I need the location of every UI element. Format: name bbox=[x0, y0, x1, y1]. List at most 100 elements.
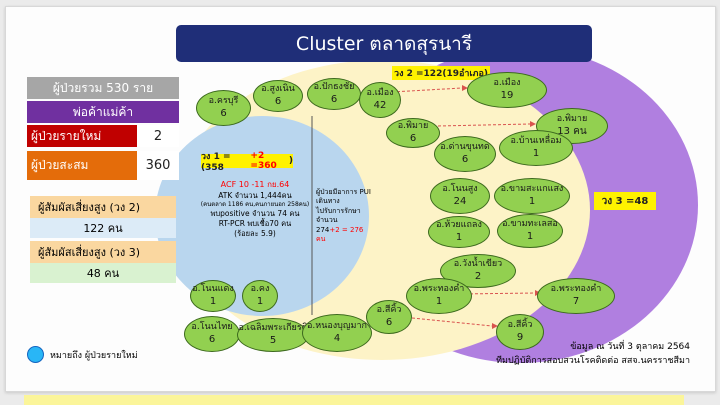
pui-plus: +2 = 276 คน bbox=[316, 225, 364, 244]
district-name: อ.พิมาย bbox=[556, 114, 588, 125]
new-case-dot-icon bbox=[27, 346, 44, 363]
connector bbox=[411, 317, 493, 327]
district-name: อ.เมือง bbox=[366, 88, 394, 99]
district-count: 1 bbox=[526, 231, 534, 243]
acf-line5: RT-PCR พบเชื้อ70 คน bbox=[218, 219, 292, 229]
pui-line1: ผู้ป่วยมีอาการ PUI เดินทาง bbox=[316, 188, 371, 206]
district-name: อ.สีคิ้ว bbox=[376, 305, 402, 316]
district-count: 6 bbox=[208, 334, 216, 346]
new-patients-value: 2 bbox=[137, 125, 179, 147]
district-name: อ.สีคิ้ว bbox=[507, 320, 533, 331]
acf-line2: ATK จำนวน 1,444คน bbox=[218, 190, 292, 200]
connector bbox=[391, 87, 463, 93]
acf-line6: (ร้อยละ 5.9) bbox=[234, 229, 276, 239]
district-name: อ.วังน้ำเขียว bbox=[453, 259, 503, 270]
cumulative-patients-value: 360 bbox=[137, 151, 179, 180]
legend: หมายถึง ผู้ป่วยรายใหม่ bbox=[27, 346, 138, 363]
district-count: 6 bbox=[330, 94, 338, 106]
pui-line2: ไปรับการรักษา จำนวน bbox=[316, 206, 361, 225]
district-count: 1 bbox=[532, 148, 540, 160]
district-name: อ.โนนไทย bbox=[191, 322, 233, 333]
vendors-row: พ่อค้าแม่ค้า bbox=[27, 101, 179, 123]
district-name: อ.ขามทะเลสอ bbox=[502, 219, 558, 230]
page-title: Cluster ตลาดสุรนารี bbox=[176, 25, 592, 62]
district-name: อ.ห้วยแถลง bbox=[436, 220, 482, 231]
pui-prefix: 274 bbox=[316, 225, 330, 234]
district-name: อ.บ้านเหลื่อม bbox=[510, 136, 562, 147]
district-count: 13 คน bbox=[557, 126, 587, 138]
total-patients-row: ผู้ป่วยรวม 530 ราย bbox=[27, 77, 179, 99]
new-patients-row: ผู้ป่วยรายใหม่ 2 bbox=[27, 125, 179, 147]
connector bbox=[437, 123, 531, 127]
district-count: 24 bbox=[453, 196, 467, 208]
acf-line1: ACF 10 -11 กย.64 bbox=[220, 180, 290, 189]
district-count: 1 bbox=[435, 296, 443, 308]
district-count: 6 bbox=[274, 96, 282, 108]
district-count: 19 bbox=[500, 90, 514, 102]
pui-block: ผู้ป่วยมีอาการ PUI เดินทาง ไปรับการรักษา… bbox=[316, 188, 372, 245]
ring3-label: วง 3 =48 bbox=[594, 192, 656, 210]
ring2-contacts-label: ผู้สัมผัสเสี่ยงสูง (วง 2) bbox=[30, 196, 176, 218]
district-count: 5 bbox=[269, 335, 277, 347]
connectors bbox=[391, 87, 536, 327]
ring3-contacts-label: ผู้สัมผัสเสี่ยงสูง (วง 3) bbox=[30, 241, 176, 263]
new-patients-label: ผู้ป่วยรายใหม่ bbox=[31, 128, 102, 143]
district-count: 6 bbox=[461, 154, 469, 166]
district-name: อ.หนองบุญมาก bbox=[307, 321, 367, 332]
total-patients-label: ผู้ป่วยรวม 530 ราย bbox=[52, 80, 154, 95]
district-count: 1 bbox=[256, 296, 264, 308]
district-count: 6 bbox=[409, 133, 417, 145]
arrow-head-icon bbox=[462, 85, 468, 91]
district-count: 7 bbox=[572, 296, 580, 308]
district-count: 4 bbox=[333, 333, 341, 345]
district-name: อ.โนนสูง bbox=[442, 184, 478, 195]
district-name: อ.โนนแดง bbox=[192, 284, 234, 295]
district-count: 1 bbox=[455, 232, 463, 244]
district-name: อ.คง bbox=[250, 284, 270, 295]
legend-label: หมายถึง ผู้ป่วยรายใหม่ bbox=[50, 350, 138, 361]
arrow-head-icon bbox=[530, 121, 536, 127]
district-name: อ.ครบุรี bbox=[208, 96, 239, 107]
district-name: อ.ด่านขุนทด bbox=[440, 142, 490, 153]
district-name: อ.พระทองคำ bbox=[413, 284, 465, 295]
ring3-contacts-value: 48 คน bbox=[30, 263, 176, 283]
district-name: อ.เมือง bbox=[493, 78, 521, 89]
connector bbox=[459, 292, 536, 295]
ring1-label: วง 1 = (358+2 =360) bbox=[201, 151, 293, 173]
pui-line3: 274+2 = 276 คน bbox=[316, 226, 372, 245]
arrow-head-icon bbox=[492, 323, 498, 329]
district-count: 2 bbox=[474, 271, 482, 283]
district-name: อ.ปักธงชัย bbox=[313, 82, 355, 93]
acf-line4: พบpositive จำนวน 74 คน bbox=[210, 209, 300, 219]
footer-date: ข้อมูล ณ วันที่ 3 ตุลาคม 2564 bbox=[570, 342, 690, 352]
cumulative-patients-row: ผู้ป่วยสะสม 360 bbox=[27, 151, 179, 180]
district-name: อ.สูงเนิน bbox=[261, 84, 295, 95]
cumulative-patients-label: ผู้ป่วยสะสม bbox=[31, 158, 89, 172]
footer-team: ทีมปฏิบัติการสอบสวนโรคติดต่อ สสจ.นครราชส… bbox=[496, 356, 690, 367]
ring2-label: วง 2 =122(19อำเภอ) bbox=[392, 66, 490, 80]
district-count: 6 bbox=[385, 317, 393, 329]
acf-block: ACF 10 -11 กย.64 ATK จำนวน 1,444คน (คนตล… bbox=[200, 180, 310, 239]
district-count: 6 bbox=[220, 108, 227, 120]
footer: ข้อมูล ณ วันที่ 3 ตุลาคม 2564 ทีมปฏิบัติ… bbox=[470, 340, 690, 369]
bottom-strip bbox=[24, 395, 684, 405]
ring2-contacts-value: 122 คน bbox=[30, 218, 176, 238]
